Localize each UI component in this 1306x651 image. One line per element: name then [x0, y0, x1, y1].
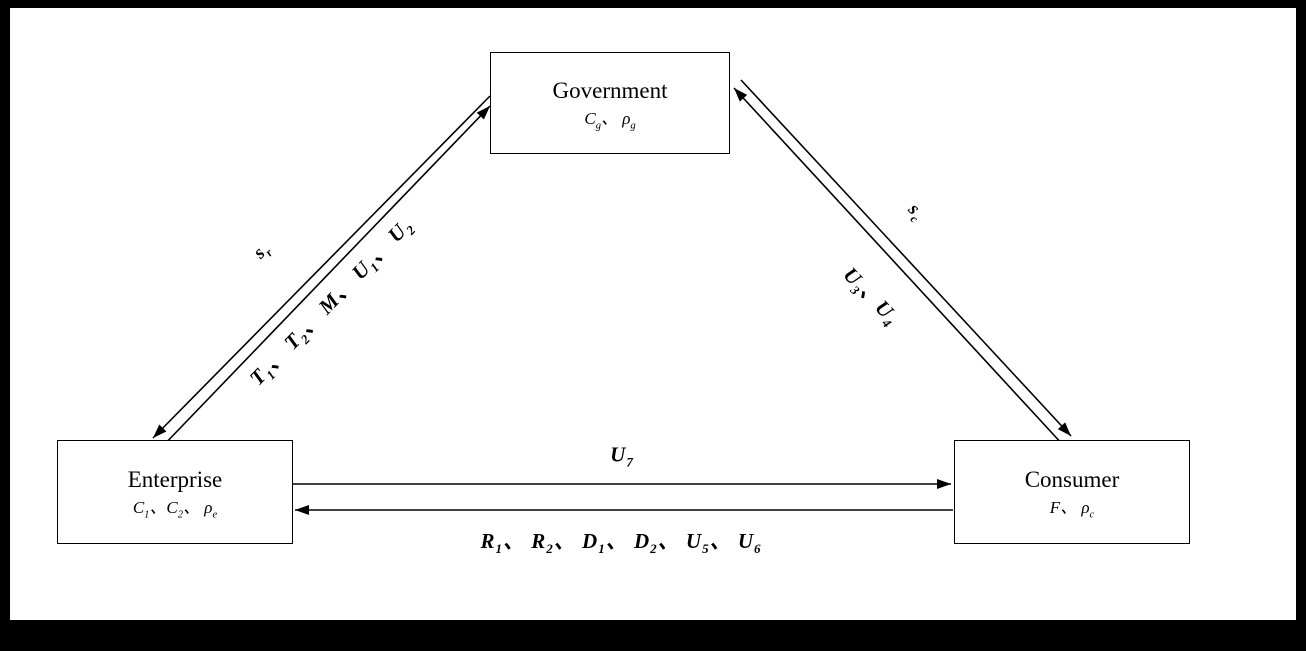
- label-enterprise-consumer-lower: R1、 R2、 D1、 D2、 U5、 U6: [480, 529, 762, 557]
- node-government: Government Cg、 ρg: [490, 52, 730, 154]
- government-title: Government: [552, 77, 668, 103]
- enterprise-title: Enterprise: [127, 466, 223, 492]
- arrow-enterprise-to-government: [159, 105, 491, 450]
- label-enterprise-consumer-upper: U7: [610, 442, 634, 470]
- enterprise-parameters: C1、C2、 ρe: [132, 497, 218, 521]
- government-parameters: Cg、 ρg: [584, 108, 636, 132]
- arrow-government-to-consumer: [740, 79, 1072, 437]
- node-consumer: Consumer F、 ρc: [954, 440, 1190, 544]
- node-enterprise: Enterprise C1、C2、 ρe: [57, 440, 293, 544]
- consumer-parameters: F、 ρc: [1049, 497, 1095, 521]
- arrow-consumer-to-government: [733, 87, 1065, 447]
- arrow-government-to-enterprise: [152, 95, 491, 439]
- consumer-title: Consumer: [1024, 466, 1120, 492]
